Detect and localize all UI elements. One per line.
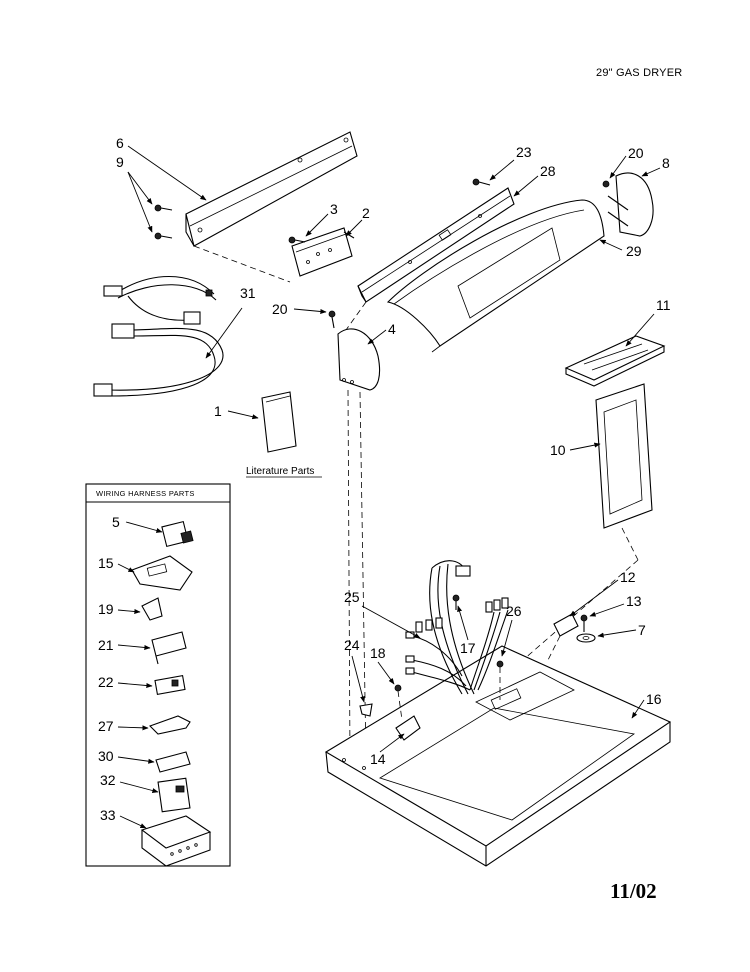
callout-31: 31: [240, 285, 256, 301]
callout-1: 1: [214, 403, 222, 419]
callout-29: 29: [626, 243, 642, 259]
callout-16: 16: [646, 691, 662, 707]
callout-10: 10: [550, 442, 566, 458]
callout-24: 24: [344, 637, 360, 653]
top-wire-harness-part: [405, 560, 509, 695]
lint-screen-part: [564, 335, 666, 387]
callout-21: 21: [98, 637, 114, 653]
wiring-box-title: WIRING HARNESS PARTS: [96, 489, 195, 498]
top-panel-part: [324, 645, 672, 867]
callout-14: 14: [370, 751, 386, 767]
screw-23: [472, 178, 491, 186]
callout-11: 11: [656, 297, 671, 313]
callout-8: 8: [662, 155, 670, 171]
callout-25: 25: [344, 589, 360, 605]
lint-duct-part: [499, 383, 653, 681]
callout-6: 6: [116, 135, 124, 151]
literature-parts-label: Literature Parts: [246, 466, 314, 477]
callout-23: 23: [516, 144, 532, 160]
callout-20-left: 20: [272, 301, 288, 317]
bracket-12-part: [547, 613, 579, 661]
callout-4: 4: [388, 321, 396, 337]
callout-30: 30: [98, 748, 114, 764]
screw-9-a: [154, 204, 173, 212]
callout-18: 18: [370, 645, 386, 661]
screw-17: [452, 594, 460, 610]
screw-3: [288, 236, 306, 244]
callout-33: 33: [100, 807, 116, 823]
wire-harness-part: [93, 276, 224, 397]
callout-7: 7: [638, 622, 646, 638]
callout-15: 15: [98, 555, 114, 571]
console-top-part: [386, 199, 605, 353]
literature-booklet-part: [261, 391, 297, 453]
callout-13: 13: [626, 593, 642, 609]
screw-20-left: [328, 310, 336, 329]
screw-9-b: [154, 232, 173, 240]
callout-5: 5: [112, 514, 120, 530]
console-frame-part: [345, 187, 515, 331]
callout-labels: 6 9 3 2 23 28 20 8 29 31 20 4 11 1 10 12…: [98, 135, 671, 823]
callout-19: 19: [98, 601, 114, 617]
control-bracket-part: [291, 227, 355, 277]
callout-20: 20: [628, 145, 644, 161]
wiring-harness-parts-box: WIRING HARNESS PARTS: [85, 483, 231, 867]
rear-bracket-part: [185, 131, 358, 283]
callout-9: 9: [116, 154, 124, 170]
washer-7-part: [576, 633, 596, 643]
callout-28: 28: [540, 163, 556, 179]
screw-26: [496, 660, 504, 700]
diagram-title: 29" GAS DRYER: [596, 67, 683, 79]
endcap-left-part: [337, 328, 381, 761]
callout-12: 12: [620, 569, 636, 585]
callout-27: 27: [98, 718, 114, 734]
endcap-right-part: [602, 172, 654, 237]
clip-24-part: [359, 703, 373, 717]
screw-18: [394, 684, 403, 721]
revision-date: 11/02: [610, 879, 657, 903]
callout-17: 17: [460, 640, 476, 656]
screw-13: [580, 614, 588, 632]
callout-32: 32: [100, 772, 116, 788]
callout-2: 2: [362, 205, 370, 221]
leader-lines: [117, 145, 661, 829]
callout-22: 22: [98, 674, 114, 690]
callout-3: 3: [330, 201, 338, 217]
callout-26: 26: [506, 603, 522, 619]
